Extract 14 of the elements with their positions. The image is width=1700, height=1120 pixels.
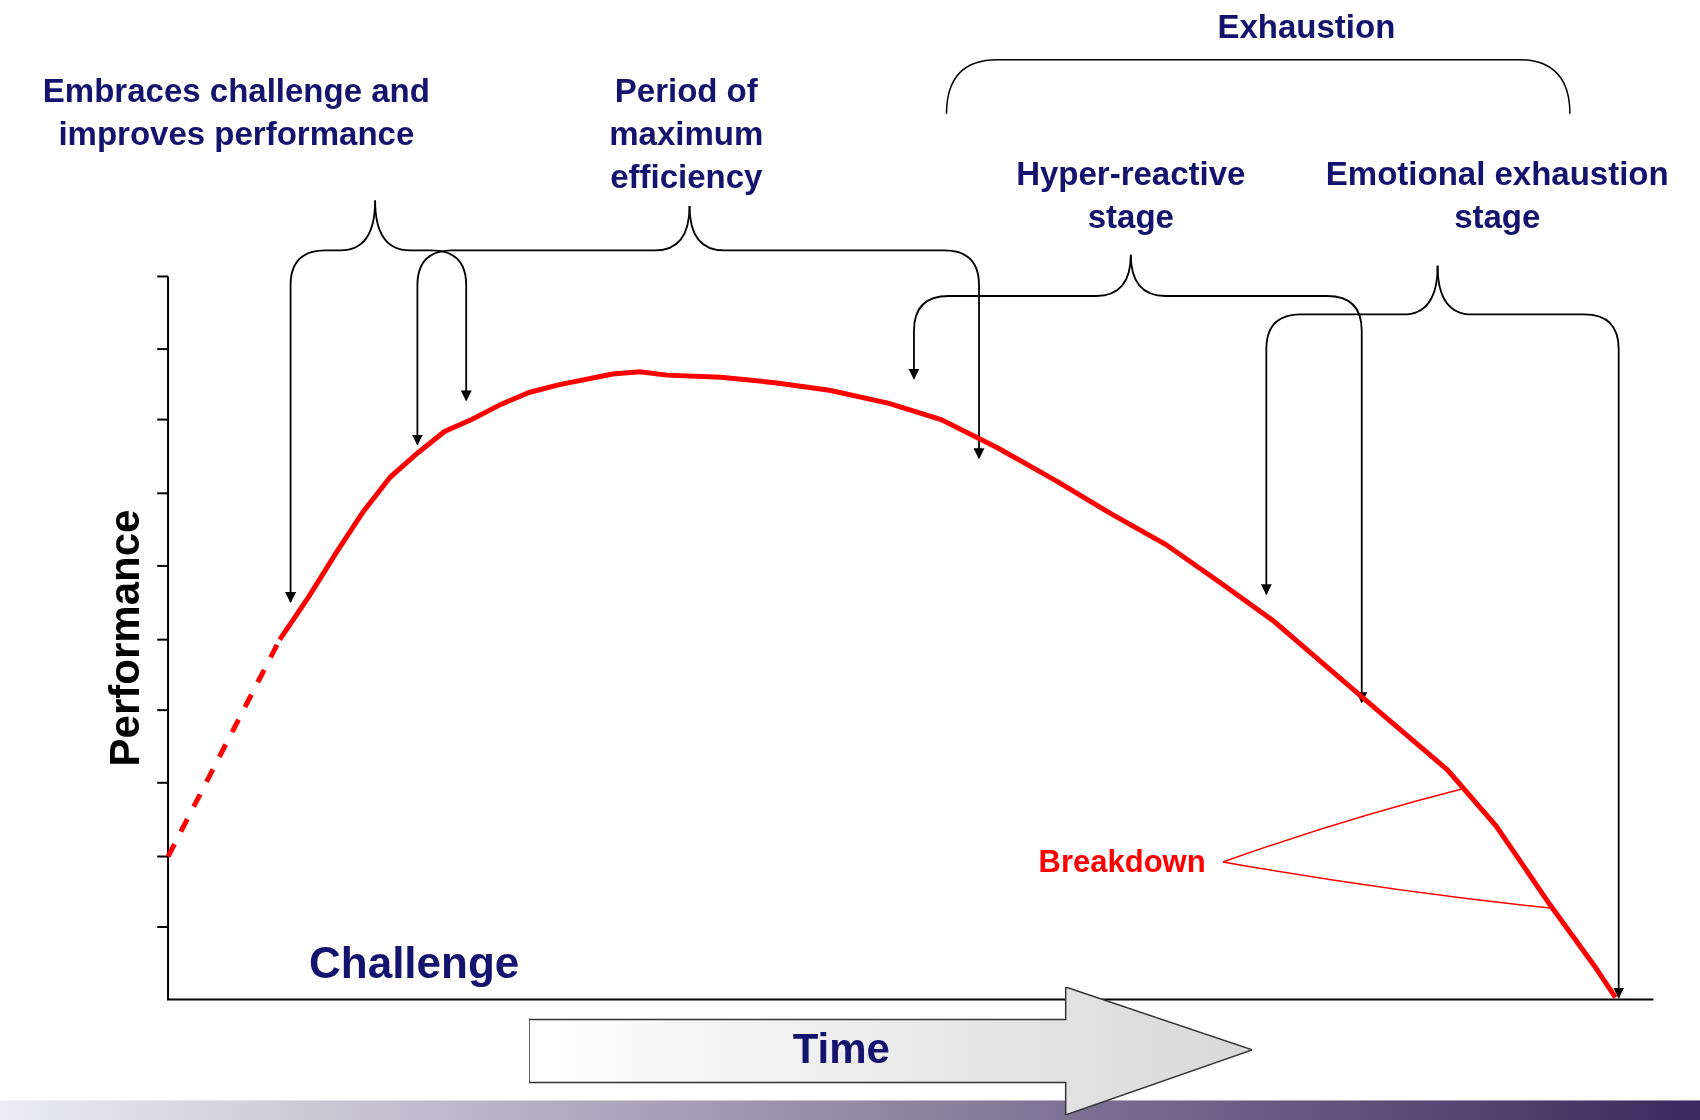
arrow bbox=[688, 205, 985, 460]
arrow bbox=[1436, 264, 1625, 999]
stage-label: Embraces challenge and improves performance bbox=[0, 69, 492, 201]
stage-label: Emotional exhaustion stage bbox=[1301, 151, 1694, 266]
stage-label: Exhaustion bbox=[1165, 5, 1448, 54]
axis-title: Performance bbox=[100, 509, 149, 766]
arrow bbox=[374, 199, 472, 402]
stage-label: Period of maximum efficiency bbox=[556, 69, 817, 206]
stage-label: Hyper-reactive stage bbox=[973, 151, 1288, 255]
performance-curve bbox=[165, 369, 1618, 999]
axis-label: Challenge bbox=[309, 937, 520, 988]
arrow bbox=[1129, 253, 1368, 704]
axis-title: Time bbox=[791, 1024, 891, 1073]
callout-label: Breakdown bbox=[1021, 838, 1223, 886]
